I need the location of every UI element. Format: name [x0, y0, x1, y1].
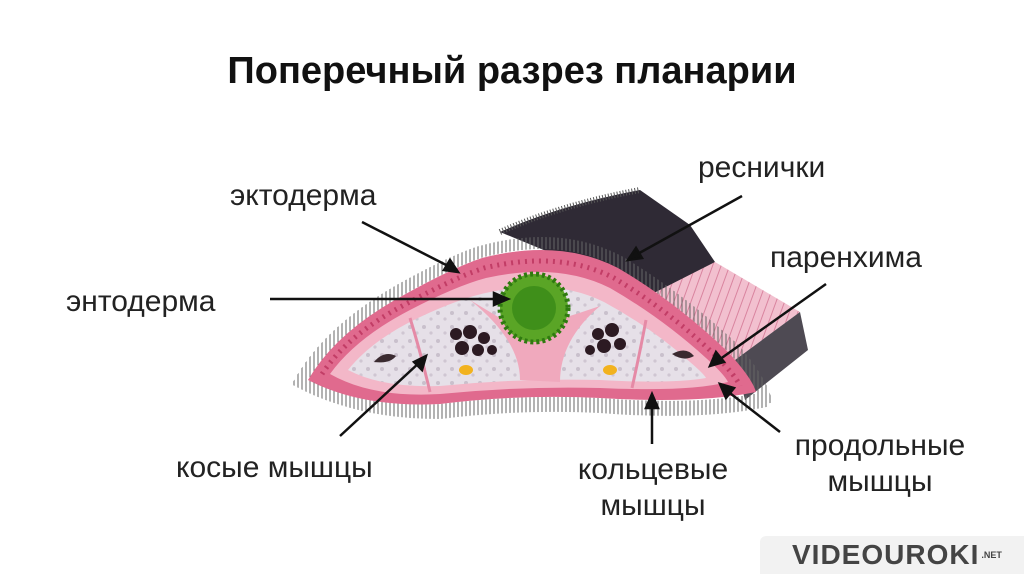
- label-oblique-muscles: косые мышцы: [176, 451, 373, 484]
- label-longitudinal-muscles-line2: мышцы: [827, 465, 933, 498]
- label-parenchyma: паренхима: [770, 241, 922, 274]
- left-cluster: [450, 325, 497, 356]
- oblique-muscle-strands: [408, 317, 648, 393]
- gut-lumen: [512, 286, 556, 330]
- label-ectoderm: эктодерма: [230, 179, 377, 212]
- dorsal-cilia: [498, 187, 641, 235]
- dorsal-surface: [500, 190, 715, 298]
- right-lateral-organ: [672, 350, 694, 359]
- left-yellow-body: [459, 365, 473, 375]
- logo-text: VIDEOUROKI: [792, 539, 980, 570]
- label-entoderm: энтодерма: [66, 285, 216, 318]
- videouroki-logo: VIDEOUROKI.NET: [760, 536, 1024, 574]
- label-circular-muscles-line2: мышцы: [600, 489, 706, 522]
- label-cilia: реснички: [698, 151, 826, 184]
- label-longitudinal-muscles-line1: продольные: [794, 429, 966, 462]
- striped-muscle-block: [640, 262, 800, 360]
- label-circular-muscles-line1: кольцевые: [577, 453, 729, 486]
- annotation-arrows: [270, 194, 827, 444]
- right-yellow-body: [603, 365, 617, 375]
- logo-suffix: .NET: [981, 550, 1002, 560]
- page-title: Поперечный разрез планарии: [227, 50, 797, 92]
- left-lateral-organ: [374, 354, 396, 363]
- right-cluster: [585, 323, 626, 355]
- label-longitudinal-muscles: продольные мышцы: [780, 428, 980, 500]
- label-circular-muscles: кольцевые мышцы: [548, 452, 758, 524]
